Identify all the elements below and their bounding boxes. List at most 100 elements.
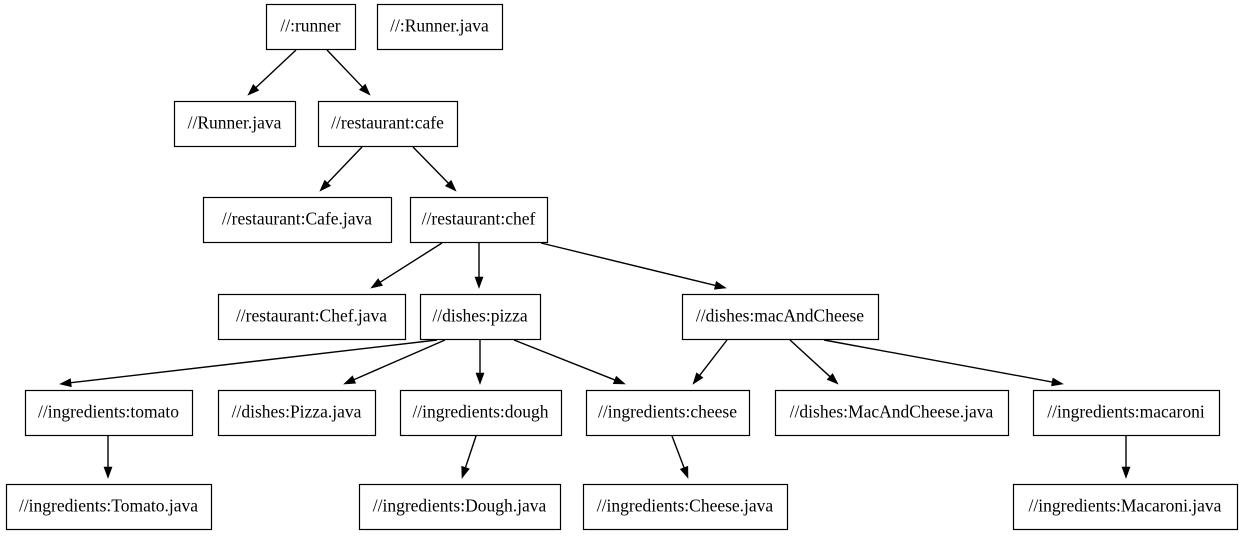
edge-line [327,146,363,184]
graph-edge [59,339,438,388]
graph-edge [319,146,363,192]
graph-node-ing_tomato[interactable]: //ingredients:tomato [24,389,194,437]
graph-node-runner_java[interactable]: //Runner.java [173,100,297,148]
edge-arrowhead-icon [343,375,357,385]
graph-edge [103,436,113,479]
graph-edge [823,339,1064,387]
edge-arrowhead-icon [692,372,704,385]
node-label: //ingredients:Dough.java [373,496,547,516]
graph-node-runner_java_root[interactable]: //:Runner.java [376,3,504,51]
node-label: //restaurant:Chef.java [236,306,387,326]
graph-node-ing_cheese[interactable]: //ingredients:cheese [585,389,751,437]
graph-edge [474,243,484,289]
edge-arrowhead-icon [679,465,689,479]
edge-line [412,146,449,184]
graph-node-tomato_java[interactable]: //ingredients:Tomato.java [5,483,213,531]
edge-line [326,49,363,88]
edge-line [379,242,443,283]
edge-line [789,339,831,378]
graph-edge [789,339,839,385]
graph-nodes-layer: //:runner //:Runner.java //Runner.java //re… [5,3,1239,531]
node-box[interactable] [358,483,562,531]
edge-arrowhead-icon [319,179,332,192]
node-label: //dishes:MacAndCheese.java [790,402,994,422]
edge-arrowhead-icon [475,372,485,385]
graph-node-macaroni_java[interactable]: //ingredients:Macaroni.java [1012,483,1239,531]
edge-arrowhead-icon [444,179,457,192]
node-box[interactable] [5,483,213,531]
edge-arrowhead-icon [59,378,72,388]
graph-edges-layer [59,49,1131,479]
edge-arrowhead-icon [826,373,839,385]
node-label: //dishes:Pizza.java [232,402,362,422]
edge-line [464,435,477,468]
edge-arrowhead-icon [612,375,626,385]
edge-line [353,339,446,381]
node-label: //ingredients:Tomato.java [19,496,198,516]
node-box[interactable] [217,293,407,341]
node-box[interactable] [681,293,880,341]
graph-node-mac_java[interactable]: //dishes:MacAndCheese.java [774,389,1010,437]
graph-node-ing_dough[interactable]: //ingredients:dough [399,389,563,437]
graph-node-runner[interactable]: //:runner [265,3,357,51]
node-label: //ingredients:tomato [38,402,179,422]
node-box[interactable] [399,389,563,437]
node-label: //restaurant:cafe [331,113,444,133]
node-label: //ingredients:Cheese.java [597,496,774,516]
node-label: //ingredients:macaroni [1047,402,1205,422]
node-label: //restaurant:chef [422,209,536,229]
graph-edge [671,435,689,479]
edge-arrowhead-icon [474,276,484,289]
graph-node-dough_java[interactable]: //ingredients:Dough.java [358,483,562,531]
graph-edge [247,49,297,96]
node-label: //:runner [280,16,340,36]
node-box[interactable] [173,100,297,148]
node-box[interactable] [265,3,357,51]
graph-node-pizza_java[interactable]: //dishes:Pizza.java [217,389,377,437]
graph-node-restaurant_cafe[interactable]: //restaurant:cafe [317,100,459,148]
edge-line [699,339,728,376]
node-box[interactable] [774,389,1010,437]
node-box[interactable] [1032,389,1221,437]
edge-line [823,339,1053,383]
node-box[interactable] [409,196,549,244]
edge-arrowhead-icon [1051,377,1064,387]
node-box[interactable] [217,389,377,437]
graph-node-cheese_java[interactable]: //ingredients:Cheese.java [582,483,789,531]
node-box[interactable] [585,389,751,437]
graph-node-ing_macaroni[interactable]: //ingredients:macaroni [1032,389,1221,437]
graph-edge [1121,436,1131,479]
edge-line [540,242,716,287]
node-box[interactable] [376,3,504,51]
node-label: //ingredients:cheese [598,402,737,422]
node-box[interactable] [317,100,459,148]
graph-edge [326,49,371,96]
edge-arrowhead-icon [358,83,371,96]
edge-arrowhead-icon [370,278,383,289]
edge-line [70,339,438,384]
node-box[interactable] [582,483,789,531]
graph-edge [513,339,626,385]
node-box[interactable] [24,389,194,437]
graph-edge [692,339,728,385]
graph-edge [461,435,477,479]
edge-arrowhead-icon [461,465,470,479]
node-box[interactable] [1012,483,1239,531]
graph-node-cafe_java[interactable]: //restaurant:Cafe.java [202,196,393,244]
node-box[interactable] [419,293,542,341]
node-label: //Runner.java [188,113,282,133]
graph-node-dishes_mac[interactable]: //dishes:macAndCheese [681,293,880,341]
graph-edge [343,339,446,385]
edge-arrowhead-icon [103,466,113,479]
node-box[interactable] [202,196,393,244]
graph-edge [540,242,727,290]
graph-node-dishes_pizza[interactable]: //dishes:pizza [419,293,542,341]
edge-arrowhead-icon [713,281,727,290]
edge-line [513,339,616,381]
edge-arrowhead-icon [247,84,260,96]
graph-edge [370,242,443,289]
graph-node-chef_java[interactable]: //restaurant:Chef.java [217,293,407,341]
graph-node-restaurant_chef[interactable]: //restaurant:chef [409,196,549,244]
